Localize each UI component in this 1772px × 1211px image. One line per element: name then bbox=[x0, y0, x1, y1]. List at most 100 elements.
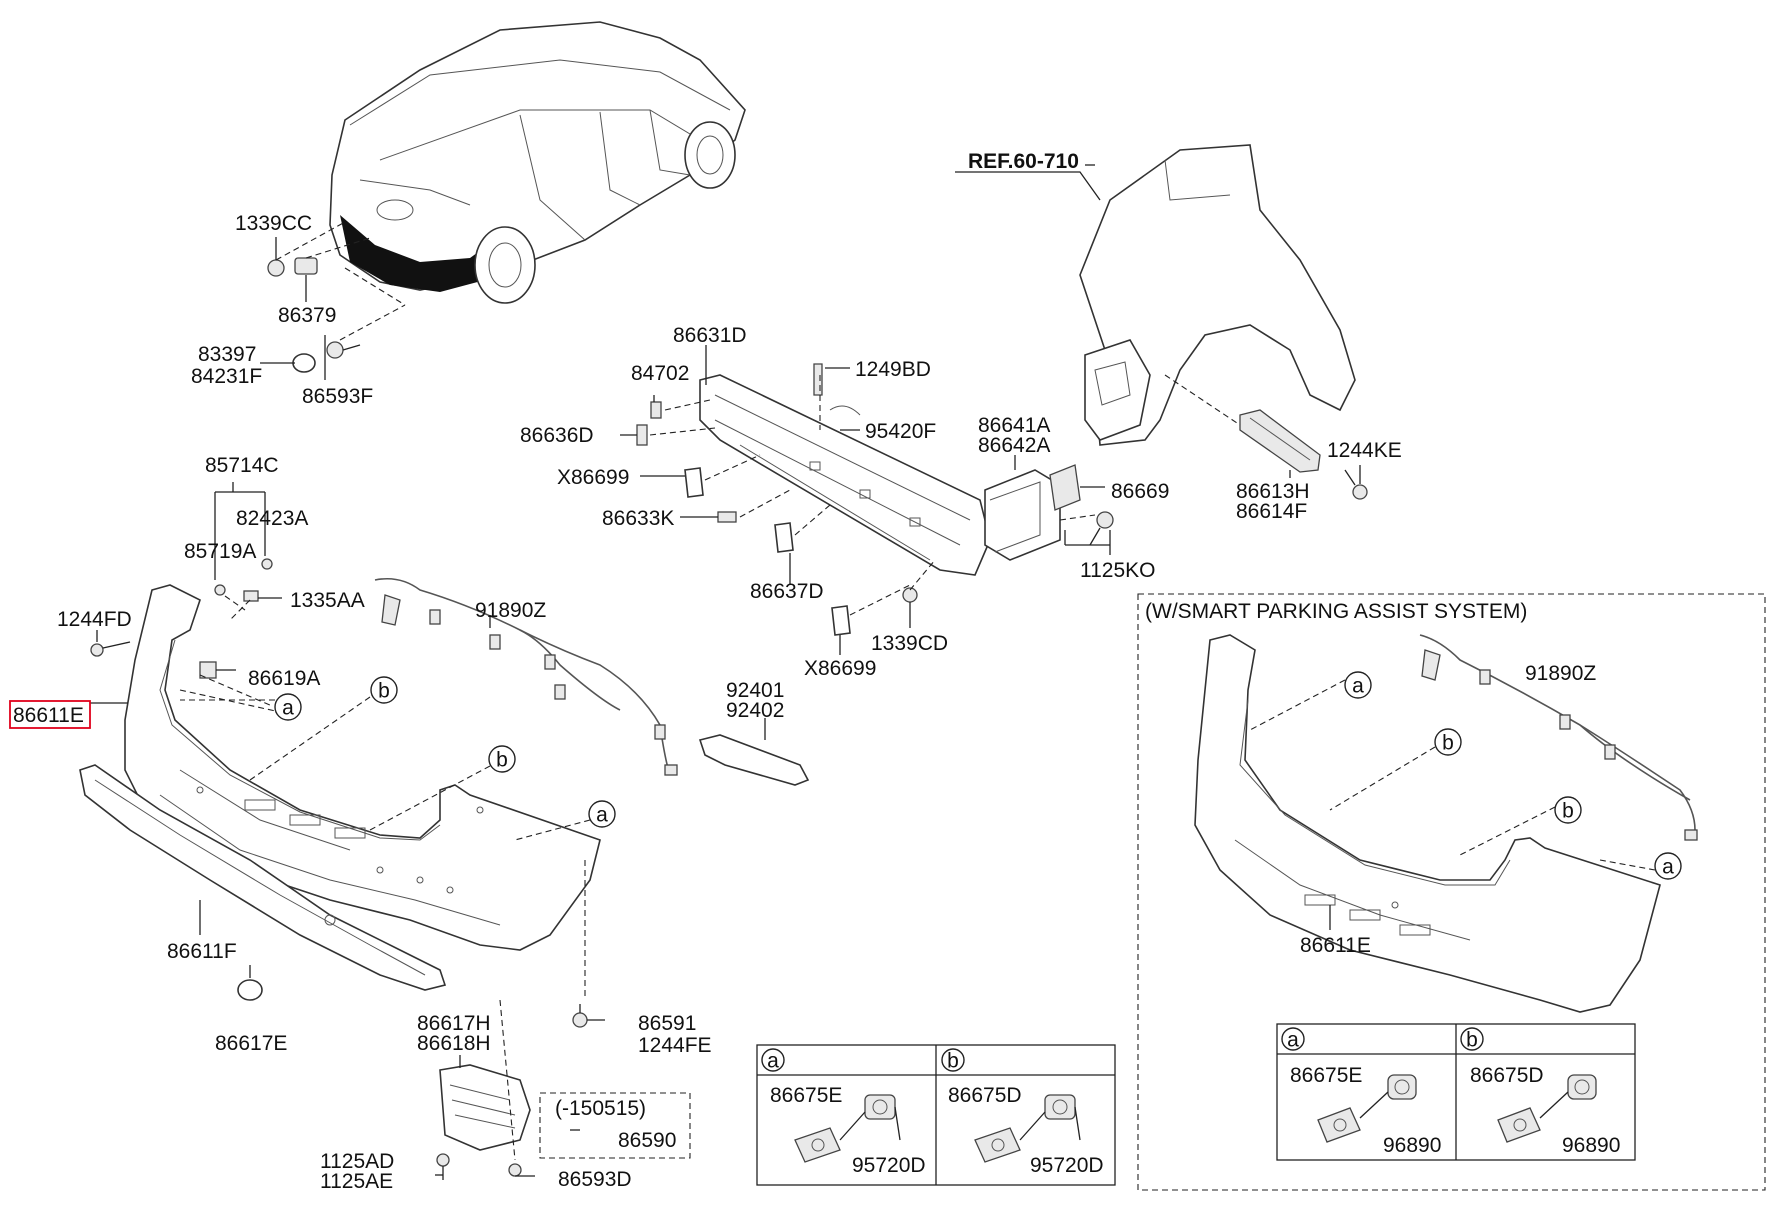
table-right-b-part2[interactable]: 96890 bbox=[1562, 1134, 1620, 1157]
svg-text:b: b bbox=[496, 749, 508, 772]
label-86669[interactable]: 86669 bbox=[1111, 480, 1169, 503]
label-86593F[interactable]: 86593F bbox=[302, 385, 373, 408]
label-86613H[interactable]: 86613H bbox=[1236, 480, 1310, 503]
callout-b-2[interactable]: b bbox=[488, 745, 516, 773]
label-date-limit[interactable]: (-150515) bbox=[555, 1097, 646, 1120]
label-95420F[interactable]: 95420F bbox=[865, 420, 936, 443]
table-right-b-part1[interactable]: 86675D bbox=[1470, 1064, 1544, 1087]
label-86611E[interactable]: 86611E bbox=[13, 704, 84, 727]
label-1249BD[interactable]: 1249BD bbox=[855, 358, 931, 381]
sensor-part-right-b bbox=[1497, 1074, 1597, 1143]
ref-label[interactable]: REF.60-710 bbox=[968, 150, 1079, 173]
sensor-part-right-a bbox=[1317, 1074, 1417, 1143]
date-limited-box bbox=[539, 1092, 691, 1159]
table-left-a-part1[interactable]: 86675E bbox=[770, 1084, 842, 1107]
label-86642A[interactable]: 86642A bbox=[978, 434, 1050, 457]
label-86617E[interactable]: 86617E bbox=[215, 1032, 287, 1055]
callout-a-1[interactable]: a bbox=[274, 693, 302, 721]
small-fasteners-top bbox=[267, 221, 406, 373]
label-83397[interactable]: 83397 bbox=[198, 343, 256, 366]
svg-text:b: b bbox=[1466, 1029, 1478, 1052]
label-1125KO[interactable]: 1125KO bbox=[1080, 559, 1156, 582]
option-section: (W/SMART PARKING ASSIST SYSTEM) 91890Z 8… bbox=[1137, 593, 1766, 1191]
rear-bumper-cover bbox=[124, 584, 601, 951]
label-86641A[interactable]: 86641A bbox=[978, 414, 1050, 437]
label-1339CD[interactable]: 1339CD bbox=[871, 632, 948, 655]
label-1244FE[interactable]: 1244FE bbox=[638, 1034, 712, 1057]
label-86631D[interactable]: 86631D bbox=[673, 324, 747, 347]
label-1244KE[interactable]: 1244KE bbox=[1327, 439, 1402, 462]
label-82423A[interactable]: 82423A bbox=[236, 507, 308, 530]
table-left-b-part1[interactable]: 86675D bbox=[948, 1084, 1022, 1107]
label-91890Z-option[interactable]: 91890Z bbox=[1525, 662, 1596, 685]
label-86619A[interactable]: 86619A bbox=[248, 667, 320, 690]
bumper-fasteners bbox=[90, 558, 281, 1001]
sensor-part-left-b bbox=[974, 1094, 1081, 1163]
callout-a-3[interactable]: a bbox=[1344, 671, 1372, 699]
highlight-box-86611E bbox=[9, 700, 91, 729]
sensor-table-left: a b 86675E 95720D 86675D 95720D bbox=[756, 1044, 1116, 1186]
label-1125AD[interactable]: 1125AD bbox=[320, 1150, 394, 1173]
part-labels: 1339CC 86379 83397 84231F 86593F 86631D … bbox=[9, 150, 1402, 1193]
callout-a-2[interactable]: a bbox=[588, 800, 616, 828]
back-beam bbox=[636, 363, 1114, 636]
callout-b-1[interactable]: b bbox=[370, 676, 398, 704]
label-86617H[interactable]: 86617H bbox=[417, 1012, 491, 1035]
option-bumper-cover bbox=[1194, 634, 1661, 1013]
label-86611F[interactable]: 86611F bbox=[167, 940, 237, 963]
label-x86699-bottom[interactable]: X86699 bbox=[804, 657, 876, 680]
label-1335AA[interactable]: 1335AA bbox=[290, 589, 365, 612]
label-1339CC[interactable]: 1339CC bbox=[235, 212, 312, 235]
table-right-b-key[interactable]: b bbox=[1460, 1027, 1484, 1052]
option-box bbox=[1137, 593, 1766, 1191]
table-left-b-key[interactable]: b bbox=[941, 1048, 965, 1073]
label-86593D[interactable]: 86593D bbox=[558, 1168, 632, 1191]
label-86637D[interactable]: 86637D bbox=[750, 580, 824, 603]
wiring-harness-option bbox=[1419, 634, 1698, 841]
label-86591[interactable]: 86591 bbox=[638, 1012, 696, 1035]
sensor-table-right: a b 86675E 96890 86675D 96890 bbox=[1276, 1023, 1636, 1161]
label-85719A[interactable]: 85719A bbox=[184, 540, 256, 563]
label-92401[interactable]: 92401 bbox=[726, 679, 784, 702]
table-right-a-part2[interactable]: 96890 bbox=[1383, 1134, 1441, 1157]
leader-lines bbox=[90, 164, 1656, 1177]
table-right-a-key[interactable]: a bbox=[1281, 1027, 1305, 1052]
label-x86699-top[interactable]: X86699 bbox=[557, 466, 629, 489]
table-right-a-part1[interactable]: 86675E bbox=[1290, 1064, 1362, 1087]
option-title: (W/SMART PARKING ASSIST SYSTEM) bbox=[1145, 600, 1527, 623]
callout-b-3[interactable]: b bbox=[1434, 728, 1462, 756]
label-92402[interactable]: 92402 bbox=[726, 699, 784, 722]
svg-text:a: a bbox=[1352, 675, 1364, 698]
svg-text:b: b bbox=[1562, 800, 1574, 823]
label-85714C[interactable]: 85714C bbox=[205, 454, 279, 477]
bumper-stay-bracket bbox=[436, 999, 531, 1180]
label-86611E-option[interactable]: 86611E bbox=[1300, 934, 1371, 957]
svg-text:b: b bbox=[378, 680, 390, 703]
label-1125AE[interactable]: 1125AE bbox=[320, 1170, 393, 1193]
label-1244FD[interactable]: 1244FD bbox=[57, 608, 132, 631]
quarter-panel-reference bbox=[1079, 144, 1368, 500]
label-86379[interactable]: 86379 bbox=[278, 304, 336, 327]
table-left-b-part2[interactable]: 95720D bbox=[1030, 1154, 1104, 1177]
svg-text:a: a bbox=[596, 804, 608, 827]
label-84231F[interactable]: 84231F bbox=[191, 365, 262, 388]
callout-b-4[interactable]: b bbox=[1554, 796, 1582, 824]
svg-text:a: a bbox=[767, 1050, 779, 1073]
lower-garnish bbox=[79, 764, 447, 991]
table-left-a-part2[interactable]: 95720D bbox=[852, 1154, 926, 1177]
table-left-a-key[interactable]: a bbox=[761, 1048, 785, 1073]
label-84702[interactable]: 84702 bbox=[631, 362, 689, 385]
svg-text:a: a bbox=[282, 697, 294, 720]
label-86618H[interactable]: 86618H bbox=[417, 1032, 491, 1055]
vehicle-illustration bbox=[329, 21, 746, 304]
label-86633K[interactable]: 86633K bbox=[602, 507, 674, 530]
label-86614F[interactable]: 86614F bbox=[1236, 500, 1307, 523]
svg-text:b: b bbox=[1442, 732, 1454, 755]
label-86636D[interactable]: 86636D bbox=[520, 424, 594, 447]
reflector bbox=[698, 734, 810, 786]
label-91890Z[interactable]: 91890Z bbox=[475, 599, 546, 622]
callout-circles: a b b a a b b a bbox=[274, 671, 1682, 880]
callout-a-4[interactable]: a bbox=[1654, 852, 1682, 880]
label-86590[interactable]: 86590 bbox=[618, 1129, 676, 1152]
svg-text:a: a bbox=[1662, 856, 1674, 879]
